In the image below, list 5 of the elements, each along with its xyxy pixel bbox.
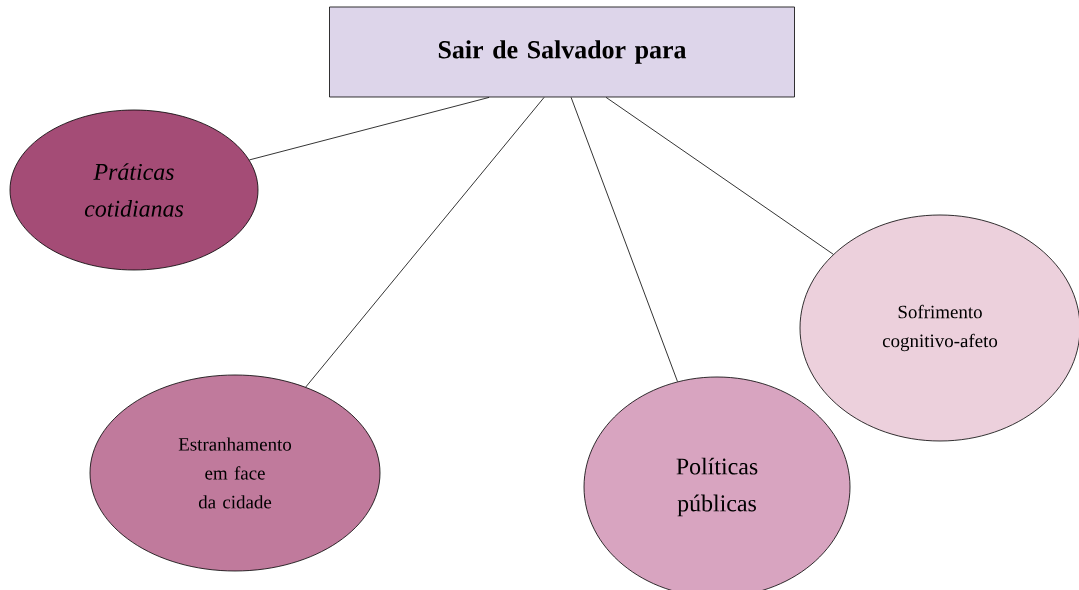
connector-line <box>305 97 545 388</box>
connector-line <box>248 97 490 161</box>
title-box: Sair de Salvador para <box>329 6 795 98</box>
connector-line <box>605 97 834 255</box>
connector-line <box>570 97 678 382</box>
